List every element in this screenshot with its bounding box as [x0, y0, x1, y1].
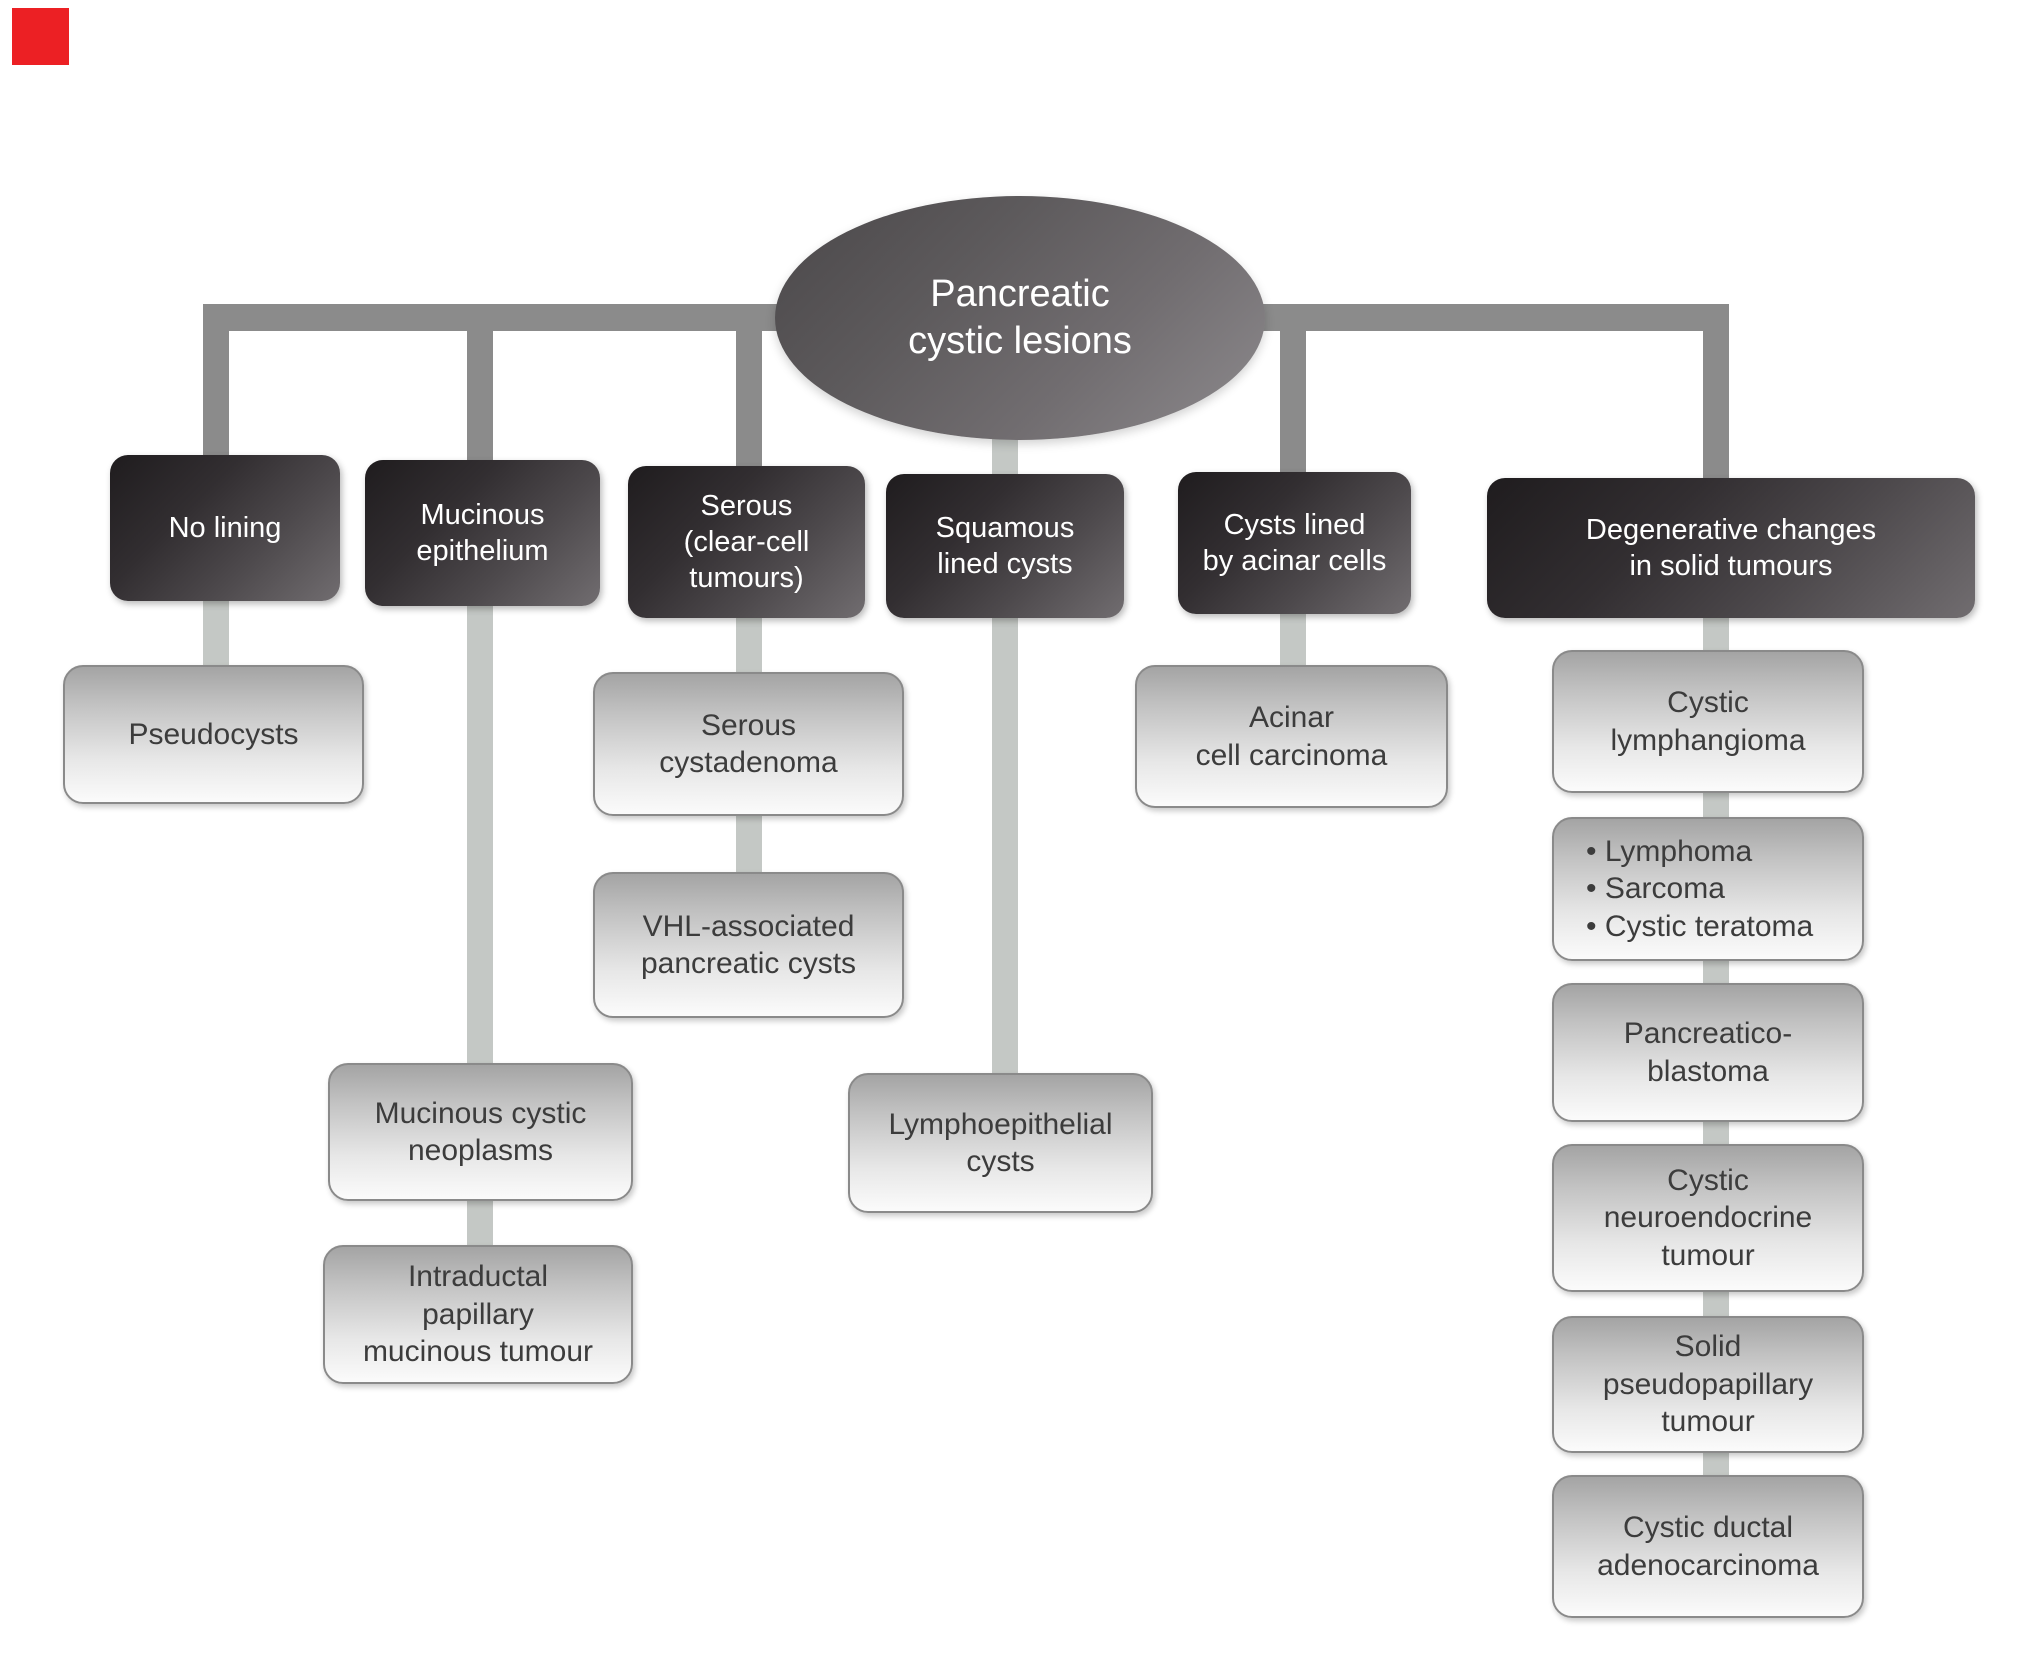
leaf-node-solid-pseudopapillary-tumour: Solid pseudopapillary tumour [1552, 1316, 1864, 1453]
leaf-node-serous-cystadenoma: Serous cystadenoma [593, 672, 904, 816]
branch-node-cysts-lined-by-acinar-cells: Cysts lined by acinar cells [1178, 472, 1411, 614]
branch-node-squamous-lined-cysts: Squamous lined cysts [886, 474, 1124, 618]
connector-drop-mucinous [467, 330, 493, 468]
connector-acinar-to-carcinoma [1280, 608, 1306, 672]
leaf-node-lymphoepithelial-cysts: Lymphoepithelial cysts [848, 1073, 1153, 1213]
leaf-node-cystic-ductal-adenocarcinoma: Cystic ductal adenocarcinoma [1552, 1475, 1864, 1618]
branch-node-serous-clear-cell-tumours: Serous (clear-cell tumours) [628, 466, 865, 618]
leaf-node-pancreaticoblastoma: Pancreatico- blastoma [1552, 983, 1864, 1122]
connector-drop-acinar [1280, 330, 1306, 478]
red-corner-marker [12, 8, 69, 65]
branch-node-no-lining: No lining [110, 455, 340, 601]
connector-mucinous-to-neoplasms [467, 600, 493, 1070]
leaf-node-mucinous-cystic-neoplasms: Mucinous cystic neoplasms [328, 1063, 633, 1201]
leaf-node-cystic-lymphangioma: Cystic lymphangioma [1552, 650, 1864, 793]
leaf-node-lymphoma-sarcoma-cystic-teratoma: • Lymphoma • Sarcoma • Cystic teratoma [1552, 817, 1864, 961]
connector-drop-serous [736, 330, 762, 472]
connector-drop-degenerative [1703, 330, 1729, 484]
connector-drop-no-lining [203, 304, 229, 462]
branch-node-degenerative-changes: Degenerative changes in solid tumours [1487, 478, 1975, 618]
connector-serous-to-cystadenoma [736, 612, 762, 678]
leaf-node-pseudocysts: Pseudocysts [63, 665, 364, 804]
root-node-pancreatic-cystic-lesions: Pancreatic cystic lesions [775, 196, 1265, 440]
branch-node-mucinous-epithelium: Mucinous epithelium [365, 460, 600, 606]
leaf-node-intraductal-papillary-mucinous-tumour: Intraductal papillary mucinous tumour [323, 1245, 633, 1384]
connector-neoplasms-to-intraductal [467, 1196, 493, 1252]
connector-no-lining-to-pseudocysts [203, 596, 229, 672]
leaf-node-acinar-cell-carcinoma: Acinar cell carcinoma [1135, 665, 1448, 808]
leaf-node-vhl-associated-pancreatic-cysts: VHL-associated pancreatic cysts [593, 872, 904, 1018]
leaf-node-cystic-neuroendocrine-tumour: Cystic neuroendocrine tumour [1552, 1144, 1864, 1292]
connector-cystadenoma-to-vhl [736, 810, 762, 878]
